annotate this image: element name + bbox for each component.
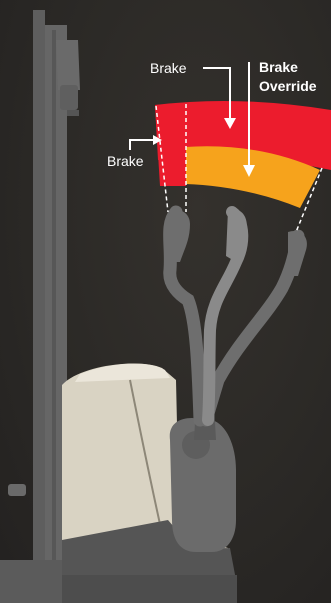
brake-top-label: Brake (150, 60, 187, 76)
brake-override-callout: Brake Override (243, 59, 317, 177)
brake-top-callout: Brake (150, 60, 236, 129)
override-label-line2: Override (259, 78, 317, 94)
tiller-arm-left-brake (163, 205, 207, 427)
forklift-mast (0, 10, 80, 603)
override-zone-orange-arc (185, 146, 320, 208)
tiller-arm-center-drive (202, 206, 249, 426)
brake-left-callout: Brake (107, 135, 162, 169)
zone-boundary-lines (155, 104, 323, 233)
tiller-arm-right-override (199, 229, 307, 427)
brake-left-label: Brake (107, 153, 144, 169)
override-label-line1: Brake (259, 59, 298, 75)
tiller-base (169, 405, 236, 552)
